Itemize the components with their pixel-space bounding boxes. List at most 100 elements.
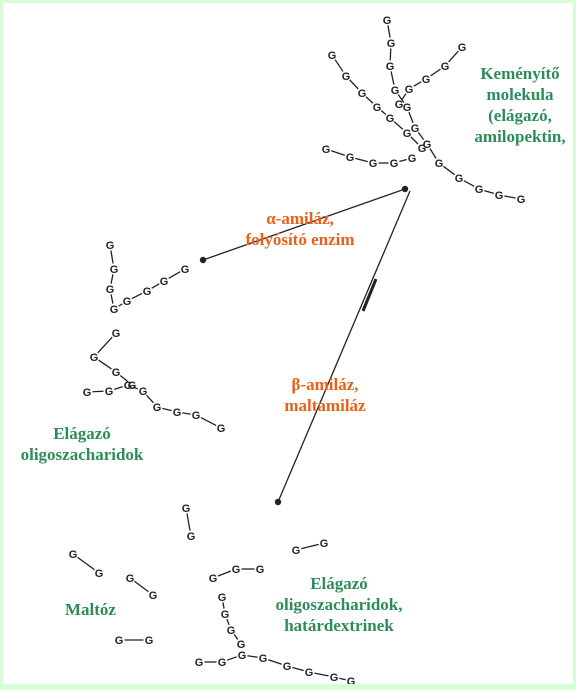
glycosidic-bond	[484, 189, 494, 195]
maltose-glucose-unit: G	[149, 590, 158, 602]
branched-oligo-upper-glucose-unit: G	[181, 264, 190, 276]
fragment-glucose-unit: G	[182, 503, 191, 515]
glycosidic-bond	[292, 666, 304, 672]
glycosidic-bond	[410, 136, 419, 145]
glycosidic-bond	[463, 180, 475, 187]
limit-dextrin-glucose-unit: G	[256, 564, 265, 576]
glycosidic-bond	[365, 96, 374, 104]
alpha-amylase-attack-point	[199, 256, 207, 264]
glycosidic-bond	[98, 359, 112, 370]
glycosidic-bond	[151, 283, 160, 289]
limit-dextrin-glucose-unit: G	[238, 650, 247, 662]
starch-glucose-unit: G	[517, 194, 526, 206]
alpha-amylase-line: folyósító enzim	[245, 230, 355, 249]
branched-oligo-upper-glucose-unit: G	[106, 240, 115, 252]
fragment-glucose-unit: G	[320, 538, 329, 550]
alpha-amylase-label: α-amiláz, folyósító enzim	[225, 208, 375, 250]
starch-glucose-unit: G	[405, 84, 414, 96]
glycosidic-bond	[217, 570, 232, 577]
branched-oligo-upper-glucose-unit: G	[110, 304, 119, 316]
starch-glucose-unit: G	[383, 15, 392, 27]
starch-glucose-unit: G	[387, 38, 396, 50]
glycosidic-bond	[331, 150, 345, 156]
glycosidic-bond	[268, 659, 282, 665]
beta-amylase-line: maltamiláz	[284, 396, 366, 415]
starch-glucose-unit: G	[418, 143, 427, 155]
branched-oligo-lower-glucose-unit: G	[105, 386, 114, 398]
maltose-text: Maltóz	[65, 600, 116, 619]
glycosidic-bond	[114, 386, 123, 390]
beta-amylase-label: β-amiláz, maltamiláz	[271, 374, 379, 416]
branched-oligo-lower-glucose-unit: G	[83, 387, 92, 399]
limit-dextrins-line: határdextrinek	[284, 616, 394, 635]
branched-oligo-upper-glucose-unit: G	[143, 286, 152, 298]
glycosidic-bond	[339, 677, 346, 681]
starch-glucose-unit: G	[386, 61, 395, 73]
branched-oligo-lower-glucose-unit: G	[112, 328, 121, 340]
limit-dextrins-line: oligoszacharidok,	[275, 595, 403, 614]
branched-oligo-lower-glucose-unit: G	[217, 423, 226, 435]
starch-glucose-unit: G	[369, 158, 378, 170]
glycosidic-bond	[233, 634, 239, 640]
maltose-glucose-unit: G	[95, 568, 104, 580]
starch-glucose-unit: G	[391, 85, 400, 97]
limit-dextrin-glucose-unit: G	[330, 672, 339, 684]
starch-glucose-unit: G	[386, 113, 395, 125]
starch-glucose-unit: G	[322, 144, 331, 156]
limit-dextrin-glucose-unit: G	[227, 625, 236, 637]
glycosidic-bond	[393, 121, 404, 130]
starch-glucose-unit: G	[403, 102, 412, 114]
glycosidic-bond	[387, 25, 391, 38]
fragment-glucose-unit: G	[292, 545, 301, 557]
glycosidic-bond	[110, 294, 114, 304]
starch-attack-point	[401, 185, 409, 193]
starch-glucose-unit: G	[403, 128, 412, 140]
starch-glucose-unit: G	[408, 153, 417, 165]
alpha-amylase-line: α-amiláz,	[266, 209, 334, 228]
glycosidic-bond	[226, 656, 238, 661]
maltose-glucose-unit: G	[145, 635, 154, 647]
branched-oligo-upper-glucose-unit: G	[106, 284, 115, 296]
branched-oligo-lower-glucose-unit: G	[139, 386, 148, 398]
glycosidic-bond	[97, 336, 113, 354]
limit-dextrins-label: Elágazó oligoszacharidok, határdextrinek	[257, 573, 421, 636]
limit-dextrin-glucose-unit: G	[218, 592, 227, 604]
glycosidic-bond	[182, 412, 191, 415]
maltose-glucose-unit: G	[69, 549, 78, 561]
glycosidic-bond	[430, 68, 441, 77]
limit-dextrin-glucose-unit: G	[305, 667, 314, 679]
maltose-glucose-unit: G	[126, 573, 135, 585]
glycosidic-bond	[168, 271, 181, 279]
glycosidic-bond	[443, 165, 455, 176]
starch-glucose-unit: G	[411, 123, 420, 135]
branched-oligo-lower-glucose-unit: G	[124, 380, 133, 392]
alpha-amylase-attack-line	[202, 188, 406, 261]
branched-oligo-upper-glucose-unit: G	[123, 296, 132, 308]
glycosidic-bond	[390, 71, 395, 85]
starch-glucose-unit: G	[475, 184, 484, 196]
glycosidic-bond	[247, 655, 258, 658]
glycosidic-bond	[504, 195, 516, 199]
glycosidic-bond	[92, 390, 104, 393]
starch-glucose-unit: G	[435, 158, 444, 170]
beta-amylase-attack-line	[277, 190, 411, 503]
starch-glucose-unit: G	[373, 102, 382, 114]
limit-dextrin-glucose-unit: G	[237, 639, 246, 651]
glycosidic-bond	[408, 111, 414, 124]
branched-oligo-upper-glucose-unit: G	[160, 276, 169, 288]
beta-amylase-line: β-amiláz,	[291, 375, 359, 394]
starch-glucose-unit: G	[455, 173, 464, 185]
starch-glucose-unit: G	[423, 139, 432, 151]
branched-oligo-lower-glucose-unit: G	[90, 352, 99, 364]
branched-oligo-lower-glucose-unit: G	[112, 367, 121, 379]
limit-dextrin-glucose-unit: G	[347, 676, 356, 684]
glycosidic-bond	[131, 292, 143, 300]
glycosidic-bond	[118, 303, 123, 307]
limit-dextrin-glucose-unit: G	[232, 564, 241, 576]
glycosidic-bond	[417, 132, 425, 140]
glycosidic-bond	[413, 81, 422, 87]
branched-oligo-lower-glucose-unit: G	[173, 407, 182, 419]
branched-oligo-upper-glucose-unit: G	[110, 264, 119, 276]
starch-label-line: molekula	[486, 85, 554, 104]
